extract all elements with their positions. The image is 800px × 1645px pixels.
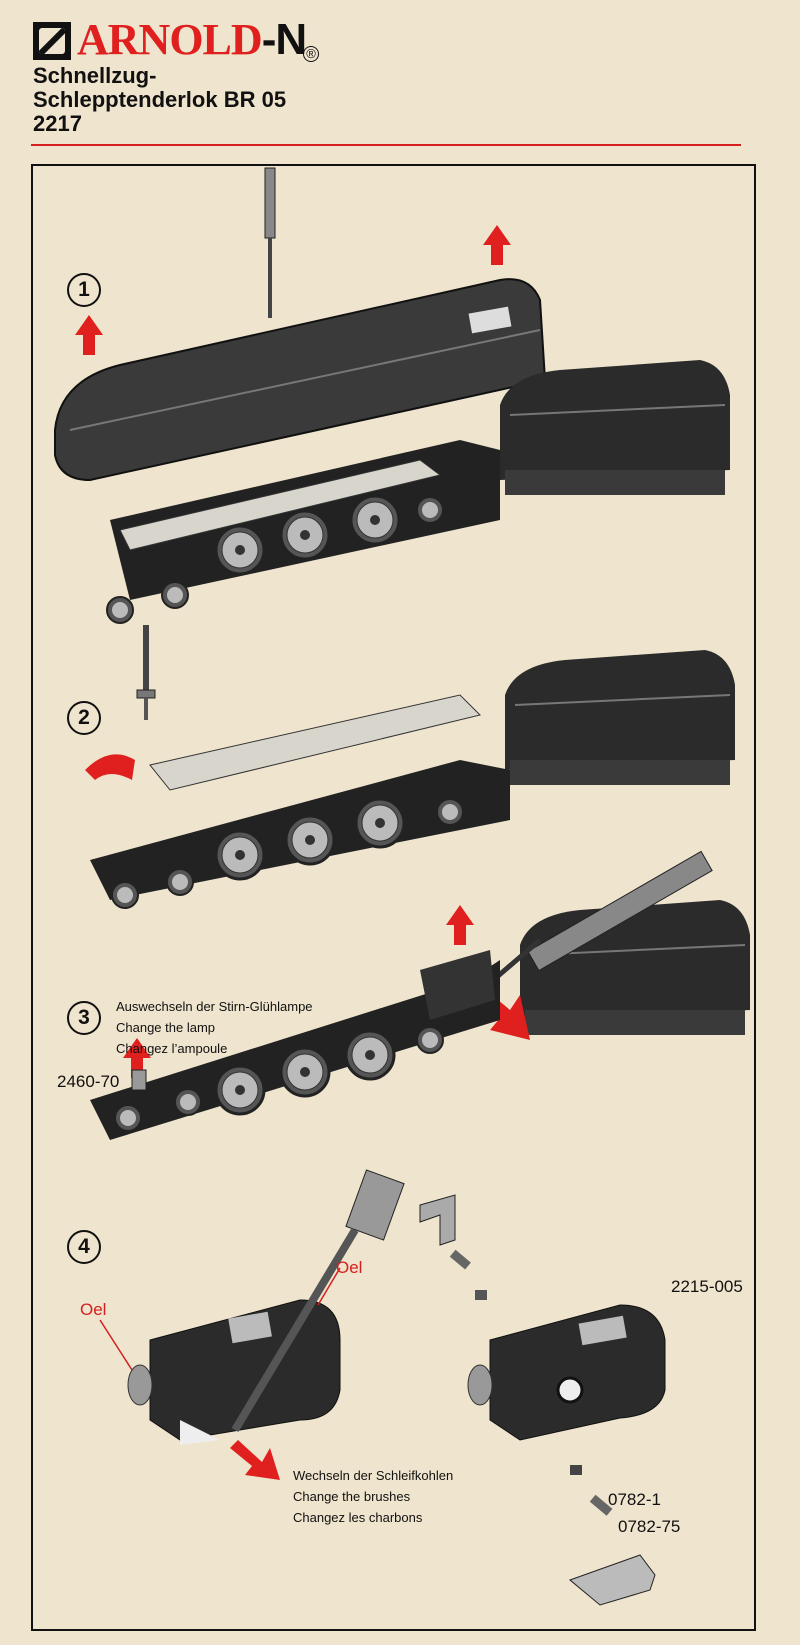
- oel-leader-lines: [99, 1267, 341, 1371]
- brush-holder: [569, 1554, 656, 1606]
- caption-fr: Changez l’ampoule: [116, 1041, 228, 1056]
- brush-parts: [419, 1194, 656, 1606]
- caption-de: Wechseln der Schleifkohlen: [293, 1468, 454, 1483]
- motor-left: [127, 1299, 341, 1445]
- instruction-frame: [31, 164, 756, 1631]
- screwdriver-step4: [231, 1169, 405, 1433]
- arrow-up-icon: [75, 315, 103, 355]
- part-number-brush: 0782-1: [608, 1490, 661, 1509]
- step-number-3: 3: [67, 1001, 101, 1035]
- caption-de: Auswechseln der Stirn-Glühlampe: [116, 999, 313, 1014]
- arrow-left-icon: [85, 754, 135, 780]
- part-number-motor: 2215-005: [671, 1277, 743, 1296]
- tender-step1: [499, 359, 731, 496]
- step4-caption: Wechseln der Schleifkohlen Change the br…: [293, 1465, 453, 1528]
- screwdriver-step1: [264, 167, 276, 318]
- motor-right: [467, 1304, 666, 1441]
- logo-emblem-icon: [39, 28, 65, 54]
- arrow-up-icon: [483, 225, 511, 265]
- screw-step2: [136, 625, 156, 720]
- oel-label: Oel: [336, 1258, 363, 1277]
- step-number-2: 2: [67, 701, 101, 735]
- oel-label: Oel: [80, 1300, 107, 1319]
- tender-step2: [504, 649, 736, 786]
- title-line-2: Schlepptenderlok BR 05: [33, 87, 287, 112]
- part-number-lamp: 2460-70: [57, 1072, 120, 1091]
- tender-step3: [519, 899, 751, 1036]
- brand-name: ARNOLD-N: [77, 15, 307, 64]
- chassis-step1: [106, 440, 500, 624]
- step-number-1: 1: [67, 273, 101, 307]
- title-line-1: Schnellzug-: [33, 63, 157, 88]
- loco-body-shell: [54, 278, 547, 482]
- header-divider: [31, 144, 741, 146]
- caption-en: Change the lamp: [116, 1020, 216, 1035]
- caption-fr: Changez les charbons: [293, 1510, 423, 1525]
- caption-en: Change the brushes: [293, 1489, 411, 1504]
- arrow-up-icon: [446, 905, 474, 945]
- article-number: 2217: [33, 111, 82, 136]
- step-number-4: 4: [67, 1230, 101, 1264]
- step3-caption: Auswechseln der Stirn-Glühlampe Change t…: [116, 996, 313, 1059]
- arnold-logo: [33, 22, 71, 60]
- spring: [589, 1494, 613, 1516]
- registered-mark: ®: [303, 46, 319, 62]
- chassis-step2: [90, 694, 510, 909]
- chassis-step3: [90, 950, 500, 1140]
- carbon-brush: [570, 1465, 582, 1475]
- arrow-down-right-icon: [230, 1440, 280, 1480]
- part-number-spring: 0782-75: [618, 1517, 681, 1536]
